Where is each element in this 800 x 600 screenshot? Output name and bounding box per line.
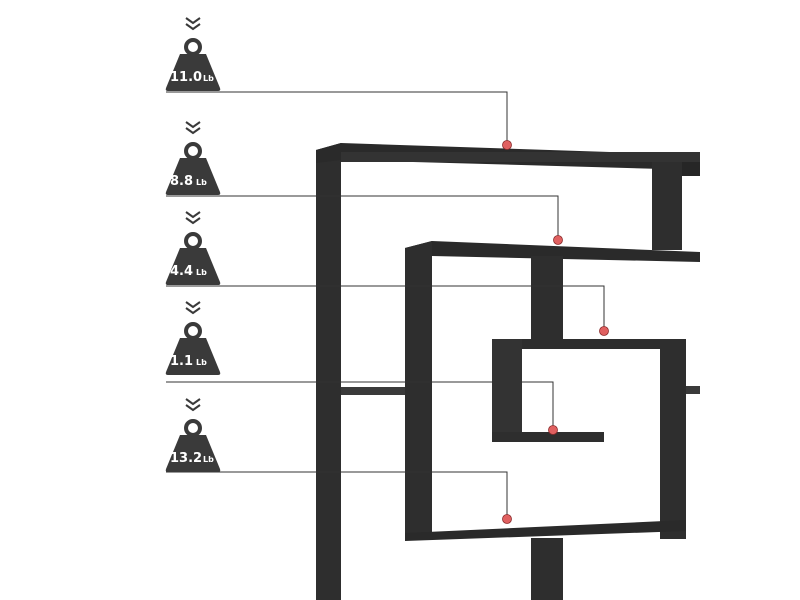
load-point-2 xyxy=(553,235,563,245)
bottom-post xyxy=(531,538,563,600)
load-point-1 xyxy=(502,140,512,150)
weight-unit: Lb xyxy=(203,455,214,464)
chevron-down-icon xyxy=(185,301,201,315)
chevron-down-icon xyxy=(185,17,201,31)
chevron-down-icon xyxy=(185,121,201,135)
weight-icon xyxy=(165,142,221,195)
leader-line-4 xyxy=(166,381,554,430)
load-points xyxy=(502,140,609,524)
weight-icon xyxy=(165,232,221,285)
weight-icon xyxy=(165,38,221,91)
weight-unit: Lb xyxy=(203,74,214,83)
leader-line-5 xyxy=(166,471,508,519)
inner-small-shelf xyxy=(492,432,604,442)
leader-line-1 xyxy=(166,91,508,145)
leader-line-3 xyxy=(166,285,605,331)
inner-left-upright xyxy=(405,241,432,540)
chevron-down-icon xyxy=(185,211,201,225)
leader-line-2 xyxy=(166,195,559,240)
weight-value: 1.1 xyxy=(170,354,193,369)
leader-lines xyxy=(166,91,605,519)
weight-unit: Lb xyxy=(196,268,207,277)
bottom-shelf xyxy=(405,520,686,541)
outer-left-upright xyxy=(316,143,341,600)
inner-frame-right xyxy=(660,339,686,539)
weight-unit: Lb xyxy=(196,358,207,367)
weight-value: 13.2 xyxy=(170,451,202,466)
middle-divider xyxy=(531,256,563,340)
inner-frame-left-face xyxy=(492,339,522,432)
top-shelf-face xyxy=(341,152,700,162)
weight-icon xyxy=(165,322,221,375)
top-right-edge xyxy=(682,162,700,176)
load-point-3 xyxy=(599,326,609,336)
weight-icon xyxy=(165,419,221,472)
left-crossbar xyxy=(341,387,405,395)
weight-value: 4.4 xyxy=(170,264,193,279)
inner-frame-top xyxy=(492,339,686,349)
top-right-upright xyxy=(652,162,682,250)
weight-unit: Lb xyxy=(196,178,207,187)
weight-value: 8.8 xyxy=(170,174,193,189)
load-point-4 xyxy=(548,425,558,435)
shelf-unit xyxy=(316,143,700,600)
weight-value: 11.0 xyxy=(170,70,202,85)
chevron-down-icon xyxy=(185,398,201,412)
second-shelf xyxy=(405,241,700,262)
load-point-5 xyxy=(502,514,512,524)
right-stub xyxy=(686,386,700,394)
